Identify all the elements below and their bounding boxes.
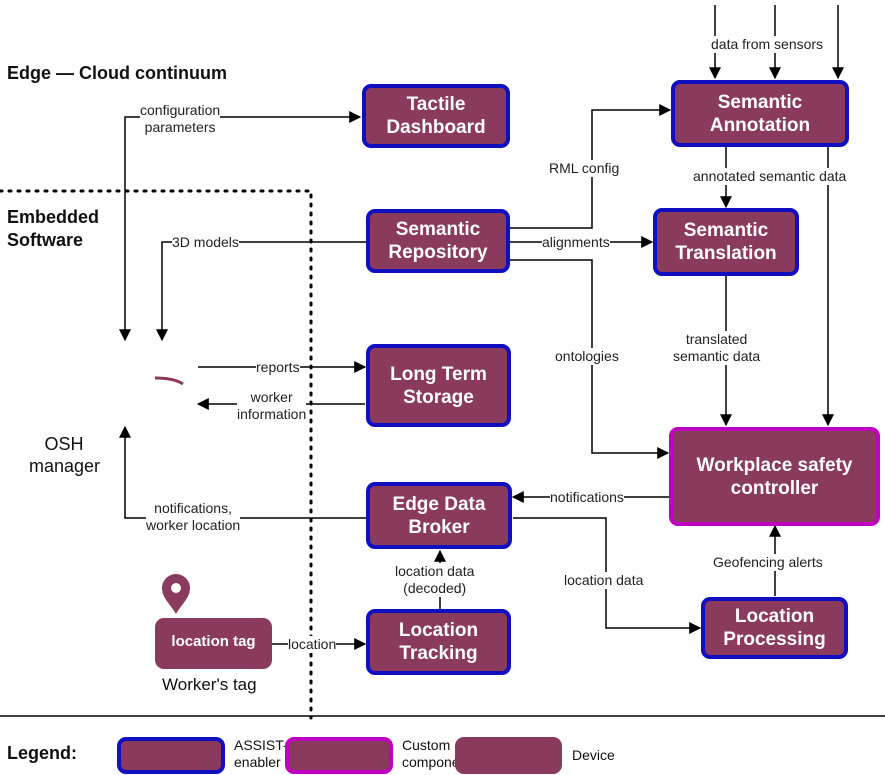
legend-device-swatch — [455, 737, 562, 774]
geofencing-alerts-label: Geofencing alerts — [713, 554, 823, 571]
annotated-semantic-data-label: annotated semantic data — [693, 168, 847, 185]
notifications-worker-location-label: notifications, worker location — [146, 500, 241, 534]
tag-caption: Worker's tag — [162, 675, 257, 694]
edge-cloud-heading: Edge — Cloud continuum — [7, 63, 227, 83]
legend-enabler-swatch — [117, 737, 225, 774]
location-tracking-box[interactable]: Location Tracking — [366, 609, 511, 675]
location-data-label: location data — [564, 572, 644, 589]
3d-models-label: 3D models — [172, 234, 239, 251]
alignments-label: alignments — [542, 234, 610, 251]
semantic-repository-box[interactable]: Semantic Repository — [366, 209, 510, 273]
notify-mr-arrow — [119, 425, 367, 519]
long-term-storage-box[interactable]: Long Term Storage — [366, 344, 511, 427]
notifications-label: notifications — [550, 489, 624, 506]
config-arrow — [119, 111, 362, 342]
location-pin-icon — [162, 574, 190, 614]
legend-title: Legend: — [7, 743, 77, 763]
edge-data-broker-box[interactable]: Edge Data Broker — [366, 482, 512, 549]
location-tag-device[interactable]: location tag — [155, 618, 272, 669]
mr-caption: OSH manager — [29, 434, 101, 476]
tactile-dashboard-box[interactable]: Tactile Dashboard — [362, 84, 510, 148]
configuration-parameters-label: configuration parameters — [140, 102, 221, 136]
semantic-translation-box[interactable]: Semantic Translation — [653, 208, 799, 276]
data-from-sensors-label: data from sensors — [711, 36, 824, 53]
translated-semantic-data-label: translated semantic data — [673, 331, 761, 365]
worker-information-label: worker information — [237, 389, 307, 423]
legend-custom-label: Custom component — [402, 737, 472, 770]
location-processing-box[interactable]: Location Processing — [701, 597, 848, 659]
legend-device-label: Device — [572, 747, 615, 763]
legend-custom-swatch — [285, 737, 393, 774]
reports-label: reports — [256, 359, 300, 376]
location-data-decoded-label: location data (decoded) — [395, 563, 475, 597]
models-arrow — [156, 241, 367, 342]
embedded-software-heading: Embedded Software — [7, 207, 100, 250]
location-label: location — [288, 636, 337, 653]
rml-config-label: RML config — [549, 160, 620, 177]
location-tag-label: location tag — [171, 633, 256, 650]
headset-icon — [113, 371, 185, 400]
semantic-annotation-box[interactable]: Semantic Annotation — [671, 80, 849, 147]
ontologies-label: ontologies — [555, 348, 619, 365]
workplace-safety-controller-box[interactable]: Workplace safety controller — [669, 427, 880, 526]
